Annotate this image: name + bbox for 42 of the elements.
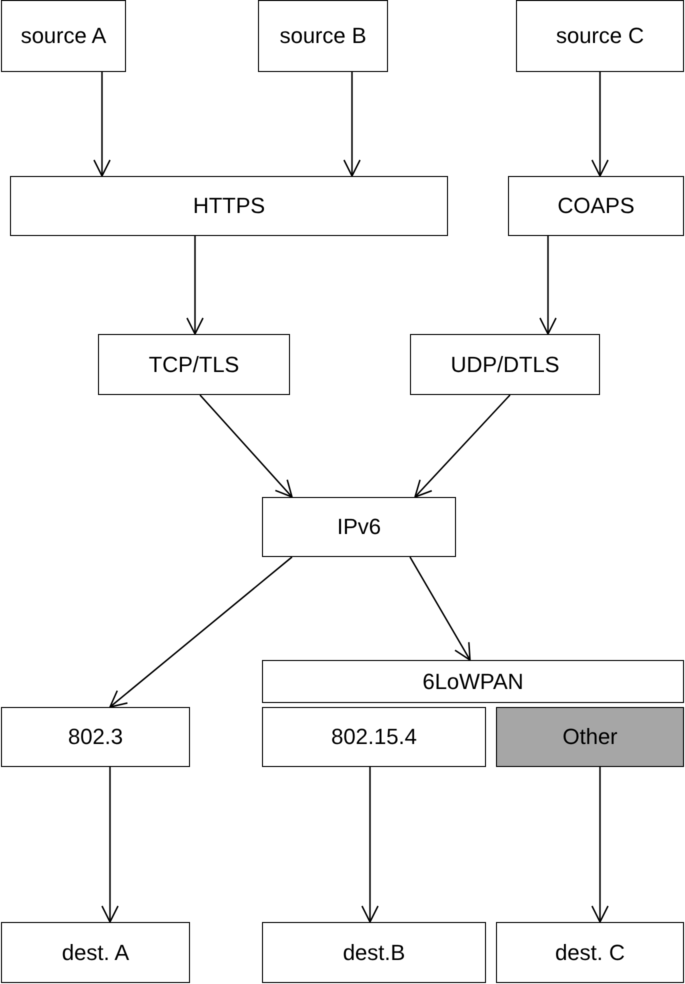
- arrow: [186, 236, 204, 335]
- protocol-box: [508, 176, 684, 236]
- protocol-box: [262, 497, 456, 557]
- protocol-box: [496, 707, 684, 767]
- node-label: UDP/DTLS: [450, 352, 560, 378]
- protocol-box: [262, 922, 486, 983]
- node-label: COAPS: [557, 193, 635, 219]
- node-label: HTTPS: [192, 193, 266, 219]
- node-label: dest. C: [555, 940, 625, 966]
- arrow: [343, 72, 361, 177]
- arrow: [409, 556, 471, 661]
- arrow: [101, 767, 119, 923]
- arrow: [93, 72, 111, 177]
- node-label: IPv6: [336, 514, 382, 540]
- arrow: [414, 394, 511, 498]
- protocol-box: [410, 334, 600, 395]
- protocol-box: [258, 0, 388, 72]
- node-label: 802.15.4: [331, 724, 417, 750]
- protocol-box: [1, 922, 190, 983]
- node-label: TCP/TLS: [148, 352, 240, 378]
- protocol-box: [516, 0, 684, 72]
- protocol-box: [496, 922, 684, 983]
- arrow: [591, 72, 609, 177]
- node-label: Other: [562, 724, 618, 750]
- arrow: [199, 394, 293, 498]
- node-label: dest.B: [342, 940, 406, 966]
- protocol-box: [262, 660, 684, 703]
- protocol-box: [10, 176, 448, 236]
- arrow: [591, 767, 609, 923]
- arrow: [109, 556, 292, 708]
- node-label: source C: [556, 23, 644, 49]
- node-label: 802.3: [68, 724, 124, 750]
- protocol-box: [262, 707, 486, 767]
- protocol-box: [98, 334, 290, 395]
- protocol-box: [1, 707, 190, 767]
- arrow: [539, 236, 557, 335]
- node-label: dest. A: [62, 940, 130, 966]
- arrow: [361, 767, 379, 923]
- node-label: 6LoWPAN: [422, 668, 524, 694]
- node-label: source A: [20, 23, 106, 49]
- protocol-box: [1, 0, 126, 72]
- node-label: source B: [280, 23, 366, 49]
